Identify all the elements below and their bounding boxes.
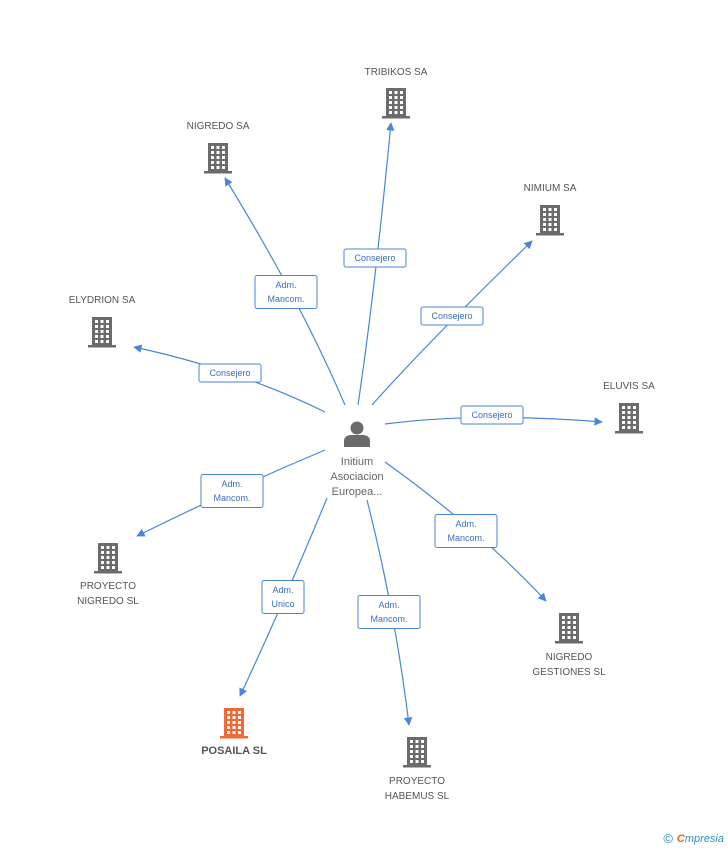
edge-tribikos [357,122,395,406]
role-badge-tribikos[interactable]: Consejero [343,248,407,268]
role-badge-nigredo-gestiones[interactable]: Adm. Mancom. [434,514,498,548]
role-text-tribikos-line-1: Consejero [354,253,395,263]
role-text-eluvis-line-1: Consejero [471,410,512,420]
center-person-node[interactable]: Initium Asociacion Europea... [330,421,384,499]
edge-nimium [371,240,533,406]
role-text-proyecto-nigredo-line-1: Adm. [221,479,242,489]
role-badge-eluvis[interactable]: Consejero [460,405,524,425]
role-text-nigredo-gestiones-line-1: Adm. [455,519,476,529]
brand-logo[interactable]: Cmpresia [676,832,724,845]
building-icon [382,88,410,119]
building-icon [403,737,431,768]
company-name-proyecto-habemus-line-2: HABEMUS SL [385,791,450,802]
building-icon [555,613,583,644]
building-icon [88,317,116,348]
company-node-proyecto-habemus[interactable]: PROYECTO HABEMUS SL [385,737,450,802]
role-text-posaila-line-2: Unico [271,599,294,609]
role-text-nigredo-gestiones-line-2: Mancom. [447,533,484,543]
role-badge-proyecto-nigredo[interactable]: Adm. Mancom. [200,474,264,508]
role-text-posaila-line-1: Adm. [272,585,293,595]
footer-brand: © Cmpresia [663,831,724,846]
role-text-proyecto-nigredo-line-2: Mancom. [213,493,250,503]
company-node-nigredo-sa[interactable]: NIGREDO SA [187,121,250,174]
company-node-tribikos[interactable]: TRIBIKOS SA [365,67,428,119]
role-text-elydrion-line-1: Consejero [209,368,250,378]
company-name-posaila-line-1: POSAILA SL [201,745,267,757]
company-name-nigredo-gestiones-line-1: NIGREDO [546,652,593,663]
role-text-proyecto-habemus-line-1: Adm. [378,600,399,610]
role-badge-elydrion[interactable]: Consejero [198,363,262,383]
copyright-icon: © [663,831,673,846]
role-badge-proyecto-habemus[interactable]: Adm. Mancom. [357,595,421,629]
company-name-nigredo-gestiones-line-2: GESTIONES SL [532,667,606,678]
company-name-elydrion-line-1: ELYDRION SA [69,295,136,306]
company-name-nigredo-sa-line-1: NIGREDO SA [187,121,250,132]
center-name-line-2: Asociacion [330,471,383,483]
building-icon [204,143,232,174]
company-node-elydrion[interactable]: ELYDRION SA [69,295,136,348]
role-text-nigredo-sa-line-1: Adm. [275,280,296,290]
company-node-nimium[interactable]: NIMIUM SA [524,183,577,236]
role-text-nigredo-sa-line-2: Mancom. [267,294,304,304]
company-name-proyecto-nigredo-line-2: NIGREDO SL [77,596,139,607]
company-node-posaila[interactable]: POSAILA SL [201,708,267,757]
person-icon [344,421,370,447]
company-name-tribikos-line-1: TRIBIKOS SA [365,67,428,78]
company-name-nimium-line-1: NIMIUM SA [524,183,577,194]
company-node-eluvis[interactable]: ELUVIS SA [603,381,655,434]
center-name-line-1: Initium [341,456,373,468]
role-badge-nimium[interactable]: Consejero [420,306,484,326]
building-icon [94,543,122,574]
building-icon [615,403,643,434]
role-text-nimium-line-1: Consejero [431,311,472,321]
role-badge-posaila[interactable]: Adm. Unico [261,580,305,614]
company-node-proyecto-nigredo[interactable]: PROYECTO NIGREDO SL [77,543,139,607]
building-icon [220,708,248,739]
company-name-proyecto-habemus-line-1: PROYECTO [389,776,445,787]
center-name-line-3: Europea... [332,486,383,498]
company-name-proyecto-nigredo-line-1: PROYECTO [80,581,136,592]
role-text-proyecto-habemus-line-2: Mancom. [370,614,407,624]
company-name-eluvis-line-1: ELUVIS SA [603,381,655,392]
role-badge-nigredo-sa[interactable]: Adm. Mancom. [254,275,318,309]
building-icon [536,205,564,236]
company-node-nigredo-gestiones[interactable]: NIGREDO GESTIONES SL [532,613,606,678]
